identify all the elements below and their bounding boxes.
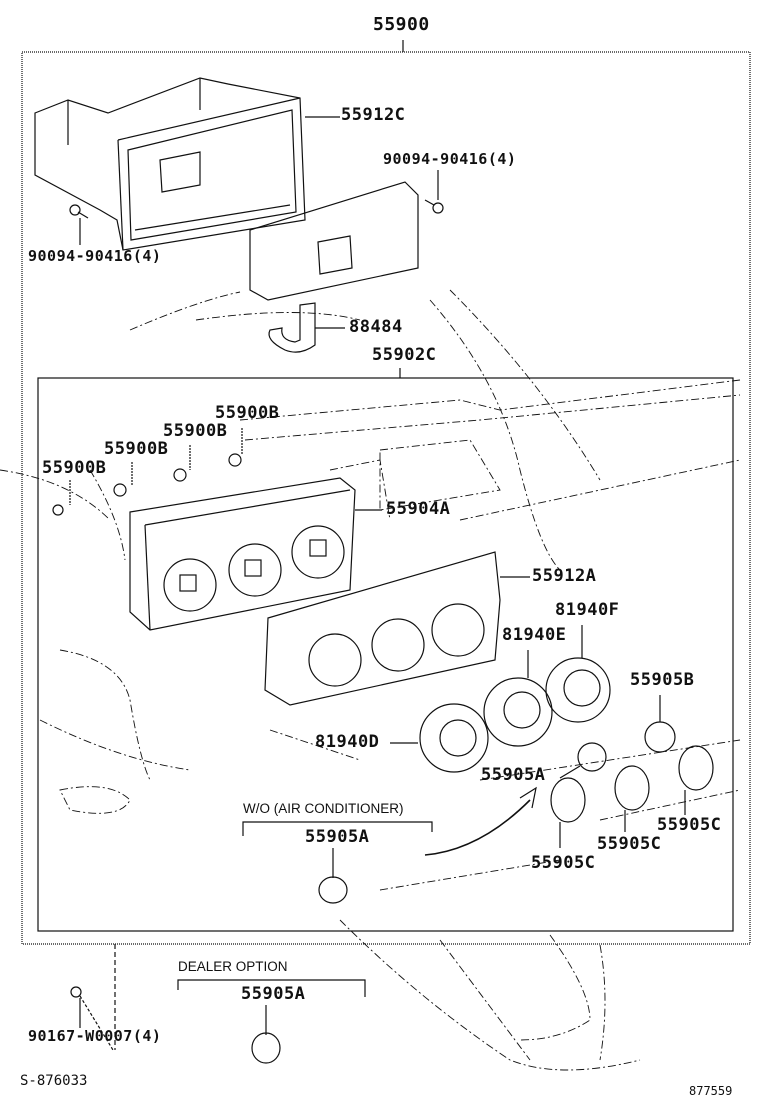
knob-rings [390,625,611,773]
label-81940E: 81940E [502,625,567,645]
wo-ac-bracket [242,821,433,904]
screws-55900B [52,428,243,516]
reference-code-right: 877559 [689,1084,733,1098]
label-81940F: 81940F [555,600,620,620]
assembly-frame [21,40,751,945]
dashboard-phantom-lines [0,289,741,1071]
label-55902C: 55902C [372,345,437,365]
clip-88484 [268,302,345,353]
label-55900B-4: 55900B [42,458,107,478]
label-55904A: 55904A [386,499,451,519]
label-55900B-2: 55900B [163,421,228,441]
cover-plate [249,181,419,301]
label-55912C: 55912C [341,105,406,125]
label-55905C-middle: 55905C [597,834,662,854]
bottom-screw [70,944,116,1051]
label-55905B: 55905B [630,670,695,690]
label-screw-left: 90094-90416(4) [28,247,162,265]
label-55905A: 55905A [481,765,546,785]
control-unit-55904A [129,477,382,631]
label-wo-ac-55905A: 55905A [305,827,370,847]
screws-top [69,170,444,245]
bezel-55912A [264,551,530,706]
label-55900: 55900 [373,14,430,35]
assembly-arrow [424,786,537,856]
label-90167-W0007: 90167-W0007(4) [28,1027,162,1045]
dealer-option-bracket [177,979,366,1064]
label-55905C-left: 55905C [531,853,596,873]
label-screw-right: 90094-90416(4) [383,150,517,168]
label-55900B-1: 55900B [215,403,280,423]
label-dealer-55905A: 55905A [241,984,306,1004]
housing-55912C [34,77,340,251]
label-88484: 88484 [349,317,403,337]
knobs [550,695,714,848]
note-dealer-option: DEALER OPTION [178,959,288,974]
note-wo-air-conditioner: W/O (AIR CONDITIONER) [243,801,404,816]
label-81940D: 81940D [315,732,380,752]
label-55905C-right: 55905C [657,815,722,835]
reference-code-left: S-876033 [20,1073,88,1089]
label-55900B-3: 55900B [104,439,169,459]
label-55912A: 55912A [532,566,597,586]
